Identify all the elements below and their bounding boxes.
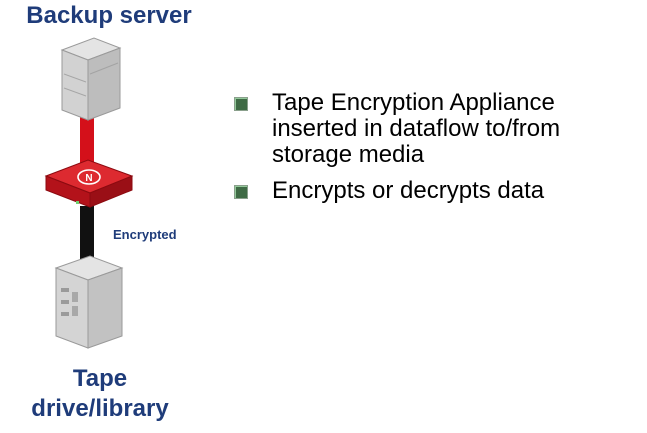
bullet-text: Encrypts or decrypts data (272, 177, 545, 204)
bullet-list: Tape Encryption Appliance inserted in da… (232, 90, 637, 214)
tape-library-label: Tape drive/library (0, 364, 200, 424)
square-bullet-icon (234, 185, 248, 199)
bullet-text: Tape Encryption Appliance inserted in da… (272, 89, 561, 168)
backup-server-label: Backup server (26, 2, 192, 29)
appliance-logo: N (85, 173, 92, 184)
server-icon (60, 37, 122, 121)
tape-label-line1: Tape (72, 365, 128, 392)
square-bullet-icon (234, 97, 248, 111)
red-link (80, 114, 94, 172)
tape-label-line2: drive/library (31, 395, 169, 422)
encryption-appliance-icon: N (44, 159, 134, 208)
bullet-item: Encrypts or decrypts data (232, 178, 637, 204)
bullet-item: Tape Encryption Appliance inserted in da… (232, 90, 637, 168)
encrypted-label: Encrypted (113, 227, 177, 242)
black-link (80, 206, 94, 262)
tape-library-icon (54, 255, 124, 349)
